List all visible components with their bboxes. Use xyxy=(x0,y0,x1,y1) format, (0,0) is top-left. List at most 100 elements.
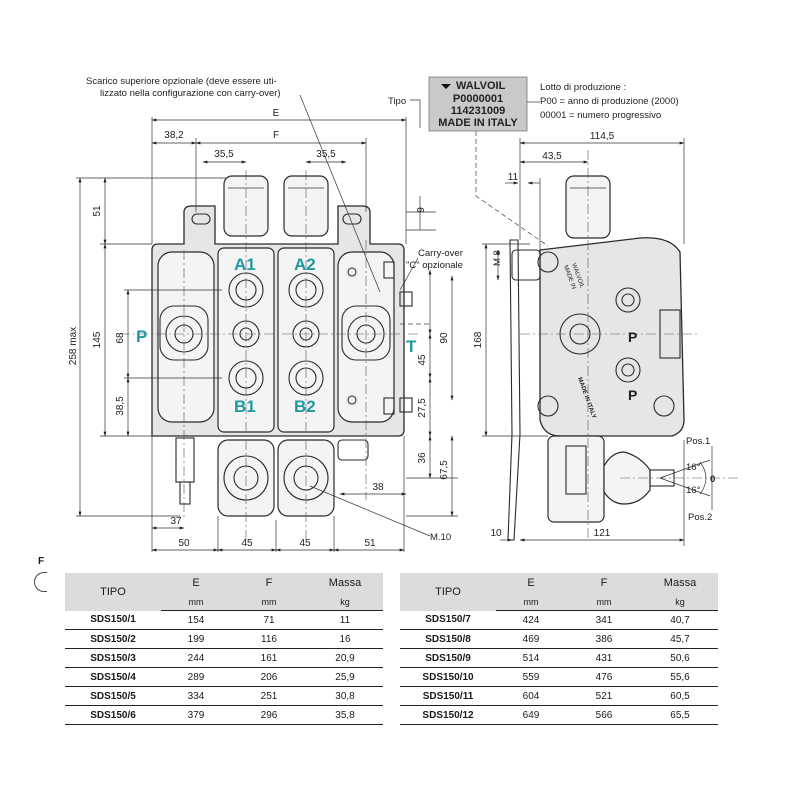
cell-massa: 65,5 xyxy=(642,705,718,725)
cell-tipo: SDS150/12 xyxy=(400,705,496,725)
dim-45: 45 xyxy=(417,354,428,366)
header-e-unit: mm xyxy=(496,593,566,611)
dim-9: 9 xyxy=(416,207,427,213)
note-carry-over-2: "C" opzionale xyxy=(406,260,463,271)
cell-tipo: SDS150/3 xyxy=(65,648,161,668)
note-pos0: 0 xyxy=(710,474,715,485)
cell-e: 199 xyxy=(161,629,231,649)
cell-f: 161 xyxy=(231,648,307,668)
note-lotto-p00: P00 = anno di produzione (2000) xyxy=(540,96,679,107)
dim-51: 51 xyxy=(92,205,103,217)
cell-massa: 50,6 xyxy=(642,648,718,668)
front-view xyxy=(76,94,458,552)
header-e: E xyxy=(496,573,566,593)
dim-36: 36 xyxy=(417,452,428,464)
cell-tipo: SDS150/10 xyxy=(400,667,496,687)
cell-e: 559 xyxy=(496,667,566,687)
note-m8: M 8 xyxy=(492,250,503,266)
cell-f: 341 xyxy=(566,610,642,630)
cell-e: 244 xyxy=(161,648,231,668)
header-massa: Massa xyxy=(307,573,383,593)
cell-massa: 35,8 xyxy=(307,705,383,725)
cell-massa: 45,7 xyxy=(642,629,718,649)
header-f: F xyxy=(566,573,642,593)
dim-38-5: 38,5 xyxy=(115,396,126,416)
dim-50: 50 xyxy=(178,538,190,549)
nameplate-code1: P0000001 xyxy=(453,93,503,105)
note-angle-up: 16° xyxy=(686,462,701,473)
dim-68: 68 xyxy=(115,332,126,344)
cell-f: 116 xyxy=(231,629,307,649)
cell-e: 469 xyxy=(496,629,566,649)
cell-massa: 11 xyxy=(307,610,383,630)
note-lotto-00001: 00001 = numero progressivo xyxy=(540,110,661,121)
labels: Scarico superiore opzionale (deve essere… xyxy=(68,76,715,549)
nameplate: WALVOIL P0000001 114231009 MADE IN ITALY xyxy=(428,76,549,247)
cell-f: 71 xyxy=(231,610,307,630)
header-tipo: TIPO xyxy=(400,573,496,611)
label-port-t: T xyxy=(406,337,417,356)
cell-e: 289 xyxy=(161,667,231,687)
dim-145: 145 xyxy=(92,331,103,348)
header-f-unit: mm xyxy=(231,593,307,611)
label-side-port-p: P xyxy=(628,329,637,345)
header-tipo: TIPO xyxy=(65,573,161,611)
cell-tipo: SDS150/11 xyxy=(400,686,496,706)
cell-tipo: SDS150/7 xyxy=(400,610,496,630)
dim-121: 121 xyxy=(594,528,611,539)
dim-35-5-a: 35,5 xyxy=(214,149,234,160)
cell-massa: 20,9 xyxy=(307,648,383,668)
cell-f: 296 xyxy=(231,705,307,725)
cell-massa: 60,5 xyxy=(642,686,718,706)
walvoil-logo-icon xyxy=(441,84,451,89)
cell-f: 206 xyxy=(231,667,307,687)
header-massa-unit: kg xyxy=(642,593,718,611)
note-scarico-line1: Scarico superiore opzionale (deve essere… xyxy=(86,76,277,87)
bolt-head xyxy=(511,249,541,281)
label-port-b2: B2 xyxy=(294,397,316,416)
dim-43-5: 43,5 xyxy=(542,151,562,162)
header-f-unit: mm xyxy=(566,593,642,611)
dim-51-b: 51 xyxy=(364,538,376,549)
header-e: E xyxy=(161,573,231,593)
note-lotto-title: Lotto di produzione : xyxy=(540,82,626,93)
nameplate-code2: 114231009 xyxy=(451,105,505,117)
technical-drawing: WALVOIL P0000001 114231009 MADE IN ITALY xyxy=(68,76,740,552)
mounting-slot-right xyxy=(342,213,362,225)
note-angle-down: 16° xyxy=(686,485,701,496)
dim-67-5: 67,5 xyxy=(439,460,450,480)
label-port-a1: A1 xyxy=(234,255,256,274)
cell-massa: 40,7 xyxy=(642,610,718,630)
cell-f: 521 xyxy=(566,686,642,706)
cell-e: 334 xyxy=(161,686,231,706)
dim-114-5: 114,5 xyxy=(590,131,615,142)
cell-massa: 25,9 xyxy=(307,667,383,687)
cell-e: 649 xyxy=(496,705,566,725)
dim-10: 10 xyxy=(490,528,502,539)
dim-38-2: 38,2 xyxy=(164,130,184,141)
label-side-port-p2: P xyxy=(628,387,637,403)
note-carry-over-1: Carry-over xyxy=(418,248,463,259)
dim-90: 90 xyxy=(439,332,450,344)
dim-27-5: 27,5 xyxy=(417,398,428,418)
mounting-bracket xyxy=(507,239,521,541)
cell-massa: 30,8 xyxy=(307,686,383,706)
dim-258: 258 max xyxy=(68,327,79,365)
dim-11: 11 xyxy=(508,172,519,183)
dim-45-b: 45 xyxy=(299,538,311,549)
cell-e: 379 xyxy=(161,705,231,725)
cell-tipo: SDS150/6 xyxy=(65,705,161,725)
header-f: F xyxy=(231,573,307,593)
nameplate-brand: WALVOIL xyxy=(456,80,506,92)
cell-tipo: SDS150/2 xyxy=(65,629,161,649)
